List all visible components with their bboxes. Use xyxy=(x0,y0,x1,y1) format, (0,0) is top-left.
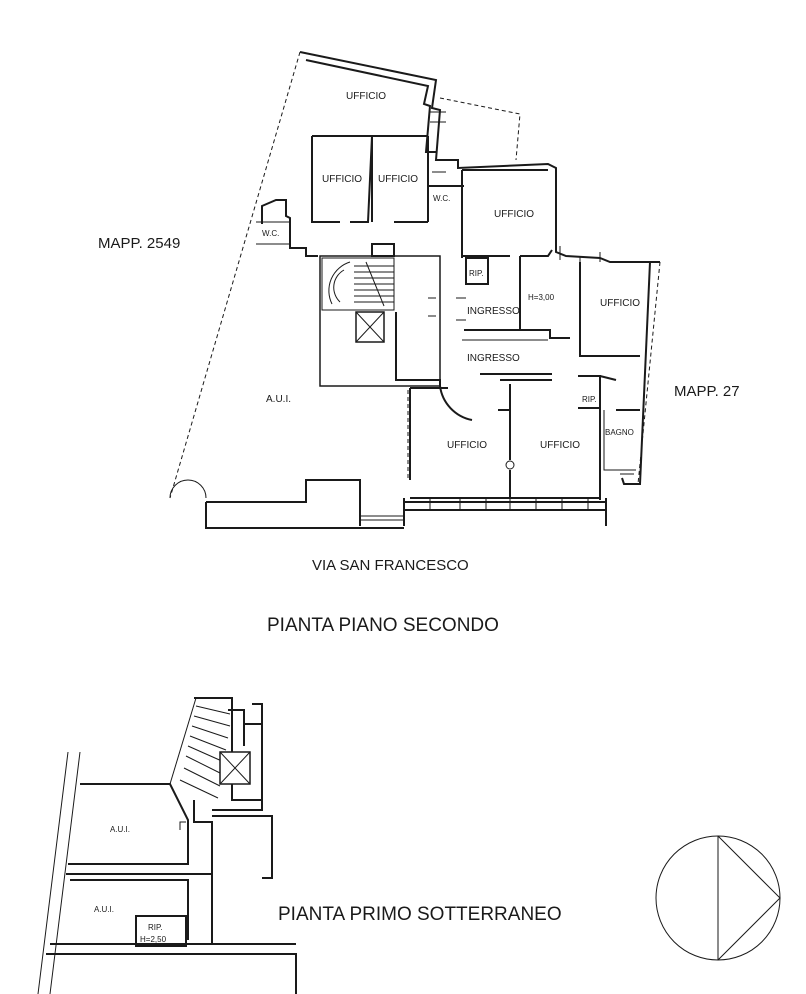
basement-stair-edge xyxy=(169,697,197,785)
room-label-ufficio-bottom-1: UFFICIO xyxy=(447,440,487,451)
east-outer-wall xyxy=(621,261,660,485)
basement-plan: A.U.I. A.U.I. RIP. H=2,50 xyxy=(37,697,297,994)
room-label-wc-1: W.C. xyxy=(433,194,450,203)
second-floor-plan: UFFICIO UFFICIO UFFICIO W.C. UFFICIO W.C… xyxy=(169,51,661,529)
basement-outer-walls xyxy=(66,783,213,944)
basement-elevator-cross xyxy=(219,751,251,785)
room-label-aui: A.U.I. xyxy=(266,394,291,405)
basement-core-walls xyxy=(228,703,263,800)
ufficio-right-walls xyxy=(578,262,640,500)
core-lower-walls xyxy=(395,312,441,480)
basement-stair-treads xyxy=(179,705,231,799)
pillar-circle xyxy=(505,460,515,470)
west-arc-door xyxy=(169,479,207,499)
mapp-left-label: MAPP. 2549 xyxy=(98,235,180,252)
basement-rip-room xyxy=(135,915,187,947)
room-label-ufficio-1: UFFICIO xyxy=(322,174,362,185)
room-label-ingresso-1: INGRESSO xyxy=(467,306,520,317)
wc-room-west xyxy=(256,221,290,245)
street-label: VIA SAN FRANCESCO xyxy=(312,557,469,574)
office-partitions xyxy=(311,135,428,223)
south-terrace xyxy=(205,479,404,529)
west-boundary-dashed xyxy=(169,51,301,499)
room-label-bagno: BAGNO xyxy=(605,428,634,437)
room-label-ufficio-right: UFFICIO xyxy=(600,298,640,309)
mapp-right-label: MAPP. 27 xyxy=(674,383,740,400)
basement-label-aui-2: A.U.I. xyxy=(94,905,114,914)
bagno-fixtures xyxy=(603,410,636,475)
north-arrow-icon xyxy=(655,835,781,961)
room-label-ufficio-top: UFFICIO xyxy=(346,91,386,102)
room-label-height-1: H=3,00 xyxy=(528,293,555,302)
balcony-ticks xyxy=(429,498,589,510)
basement-stair-wall xyxy=(194,697,263,811)
curved-wall xyxy=(439,385,473,421)
north-boundary-dashed xyxy=(439,97,521,161)
basement-south-wall xyxy=(46,943,297,994)
title-second-floor: PIANTA PIANO SECONDO xyxy=(267,615,499,636)
basement-corner-mark xyxy=(179,821,186,830)
room-label-ufficio-bottom-2: UFFICIO xyxy=(540,440,580,451)
title-basement: PIANTA PRIMO SOTTERRANEO xyxy=(278,904,562,925)
ingresso-walls xyxy=(464,256,570,381)
room-label-rip-2: RIP. xyxy=(582,395,597,404)
room-label-ingresso-2: INGRESSO xyxy=(467,353,520,364)
rip-room-walls xyxy=(465,257,489,285)
ufficio-center-walls xyxy=(461,169,553,258)
room-label-wc-2: W.C. xyxy=(262,229,279,238)
basement-label-height: H=2,50 xyxy=(140,935,167,944)
basement-right-wall xyxy=(212,815,273,879)
spiral-stair-curve xyxy=(328,261,351,305)
basement-label-rip: RIP. xyxy=(148,923,163,932)
stair-treads xyxy=(354,261,394,307)
north-outer-wall xyxy=(299,51,660,263)
stair-top-box xyxy=(371,243,395,257)
elevator-cross xyxy=(355,311,385,343)
lower-offices-walls xyxy=(410,384,511,498)
terrace-step xyxy=(360,515,404,521)
basement-label-aui-1: A.U.I. xyxy=(110,825,130,834)
room-label-ufficio-2: UFFICIO xyxy=(378,174,418,185)
core-dashed-edges xyxy=(407,258,441,478)
room-label-rip-1: RIP. xyxy=(469,269,484,278)
room-label-ufficio-center: UFFICIO xyxy=(494,209,534,220)
door-marks xyxy=(428,111,601,321)
south-facade xyxy=(403,497,607,526)
office-block-west xyxy=(261,199,318,257)
